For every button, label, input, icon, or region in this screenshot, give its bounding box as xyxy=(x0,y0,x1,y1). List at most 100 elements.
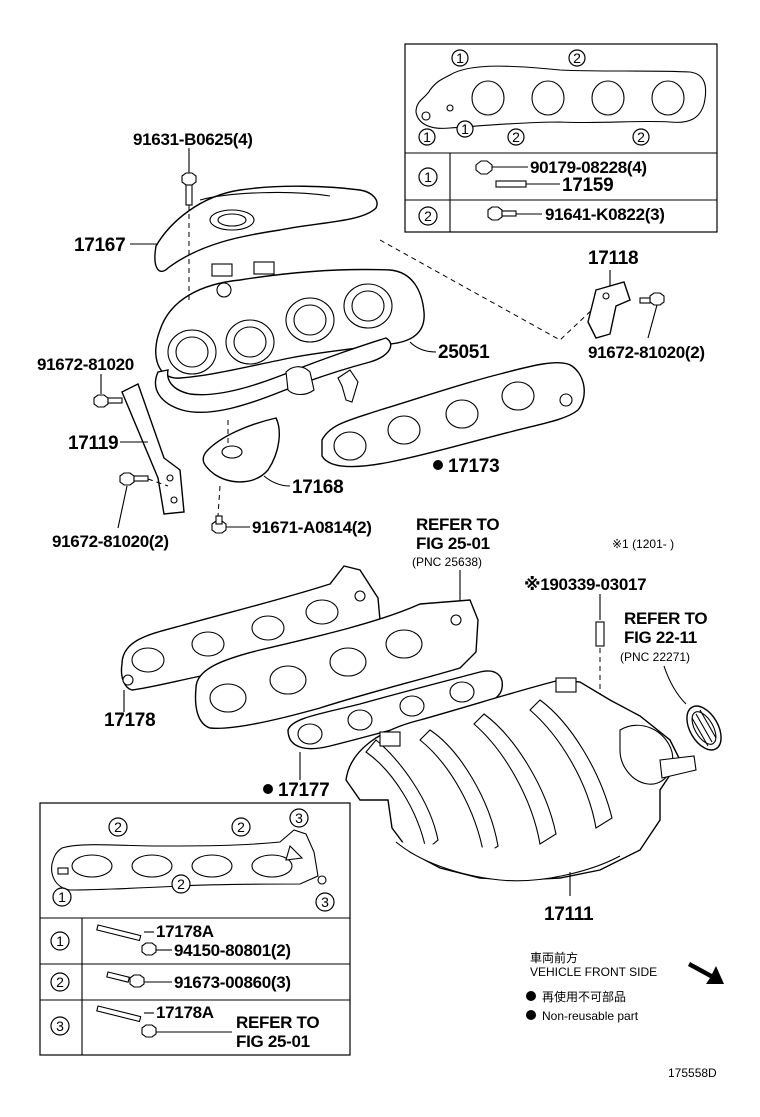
label-91631: 91631-B0625(4) xyxy=(133,130,253,149)
non-reusable-marker-2 xyxy=(263,784,273,794)
inset-top-callout-2a: 2 xyxy=(568,49,586,67)
intake-manifold-17111 xyxy=(345,677,722,882)
spacer-plate xyxy=(194,599,479,730)
label-91672-single: 91672-81020 xyxy=(37,355,134,374)
stud-90339 xyxy=(595,594,605,704)
drawing-id: 175558D xyxy=(668,1066,717,1080)
bolt-91672-left xyxy=(117,472,169,529)
label-25051: 25051 xyxy=(438,342,490,363)
svg-text:(PNC 25638): (PNC 25638) xyxy=(412,555,482,569)
non-reusable-marker xyxy=(433,460,443,470)
non-reusable-dot-icon-2 xyxy=(526,1010,536,1020)
svg-text:91641-K0822(3): 91641-K0822(3) xyxy=(545,205,665,224)
svg-text:2: 2 xyxy=(177,876,185,892)
svg-text:1: 1 xyxy=(58,889,66,905)
bolt-icon xyxy=(487,206,503,221)
svg-text:1: 1 xyxy=(424,169,432,185)
svg-text:REFER TO: REFER TO xyxy=(416,515,499,534)
svg-text:(PNC 22271): (PNC 22271) xyxy=(620,650,690,664)
svg-text:FIG 25-01: FIG 25-01 xyxy=(236,1032,310,1051)
legend-nonreusable-en: Non-reusable part xyxy=(542,1009,639,1023)
inset-bottom-callout-3b: 3 xyxy=(315,892,335,912)
inset-bottom-callout-3a: 3 xyxy=(289,808,309,828)
note-date: ※1 (1201- ) xyxy=(612,537,674,551)
legend-nonreusable-jp: 再使用不可部品 xyxy=(542,989,626,1004)
inset-bottom: 2 2 3 2 1 3 1 17178A 94150-80801(2) 2 91… xyxy=(39,802,351,1056)
bolt-91672-right xyxy=(639,292,665,339)
svg-text:1: 1 xyxy=(456,50,464,66)
label-17173: 17173 xyxy=(448,456,499,477)
bolt-91672-single xyxy=(93,374,123,408)
svg-text:1: 1 xyxy=(56,933,64,949)
label-17119: 17119 xyxy=(68,433,118,454)
non-reusable-dot-icon xyxy=(526,991,536,1001)
svg-text:17178A: 17178A xyxy=(156,1003,214,1022)
svg-text:17178A: 17178A xyxy=(156,922,214,941)
label-17167: 17167 xyxy=(74,235,125,256)
inset-top-callout-1c: 1 xyxy=(456,120,474,138)
refer-fig-22-11: REFER TO FIG 22-11 (PNC 22271) xyxy=(620,609,708,705)
label-91672-right: 91672-81020(2) xyxy=(588,343,705,362)
svg-text:2: 2 xyxy=(637,129,645,145)
svg-text:94150-80801(2): 94150-80801(2) xyxy=(174,941,291,960)
svg-text:1: 1 xyxy=(461,121,469,137)
legend-front-en: VEHICLE FRONT SIDE xyxy=(530,965,657,979)
legend-front-jp: 車両前方 xyxy=(530,950,578,965)
inset-bottom-callout-2c: 2 xyxy=(171,874,191,894)
exhaust-manifold-25051 xyxy=(154,261,425,414)
label-17118: 17118 xyxy=(588,248,638,269)
label-17168: 17168 xyxy=(292,477,343,498)
legend: 車両前方 VEHICLE FRONT SIDE 再使用不可部品 Non-reus… xyxy=(526,950,724,1023)
svg-text:2: 2 xyxy=(573,50,581,66)
heat-insulator-17167 xyxy=(154,185,378,273)
throttle-gasket xyxy=(686,705,722,751)
svg-text:REFER TO: REFER TO xyxy=(624,609,707,628)
label-17178: 17178 xyxy=(104,710,155,731)
label-17177: 17177 xyxy=(278,780,329,801)
svg-text:2: 2 xyxy=(512,129,520,145)
inset-bottom-row-2: 2 91673-00860(3) xyxy=(50,971,291,992)
svg-text:2: 2 xyxy=(424,208,432,224)
stay-17119 xyxy=(121,383,185,515)
svg-text:17159: 17159 xyxy=(562,175,613,196)
bracket-17118 xyxy=(587,270,631,339)
svg-text:3: 3 xyxy=(295,810,303,826)
inset-top-callout-1a: 1 xyxy=(451,49,469,67)
inset-bottom-callout-2b: 2 xyxy=(231,817,251,837)
svg-text:FIG 25-01: FIG 25-01 xyxy=(416,534,490,553)
inset-bottom-callout-2a: 2 xyxy=(108,817,128,837)
svg-text:3: 3 xyxy=(56,1018,64,1034)
svg-text:2: 2 xyxy=(114,819,122,835)
inset-top-callout-1b: 1 xyxy=(418,128,436,146)
svg-text:1: 1 xyxy=(423,129,431,145)
gasket-17177 xyxy=(287,670,503,750)
label-91671: 91671-A0814(2) xyxy=(252,518,372,537)
bolt-91631 xyxy=(181,148,197,300)
inset-top: 1 2 1 1 2 2 1 90179-08228(4) 17159 2 916… xyxy=(404,43,718,233)
inset-bottom-row-1: 1 17178A 94150-80801(2) xyxy=(50,922,291,960)
refer-fig-25-01: REFER TO FIG 25-01 (PNC 25638) xyxy=(412,515,500,604)
front-arrow-icon xyxy=(688,962,724,984)
nut-icon xyxy=(475,160,493,175)
inset-top-callout-2b: 2 xyxy=(507,128,525,146)
inset-top-row-1: 1 90179-08228(4) 17159 xyxy=(418,158,647,196)
inset-top-callout-2c: 2 xyxy=(632,128,650,146)
svg-text:91673-00860(3): 91673-00860(3) xyxy=(174,973,291,992)
svg-text:90179-08228(4): 90179-08228(4) xyxy=(530,158,647,177)
label-91672-left: 91672-81020(2) xyxy=(52,532,169,551)
label-90339: ※190339-03017 xyxy=(524,575,646,594)
inset-bottom-row-3: 3 17178A REFER TO FIG 25-01 xyxy=(50,1003,320,1051)
stud-icon xyxy=(495,180,527,188)
svg-text:3: 3 xyxy=(321,894,329,910)
insulator-17168 xyxy=(202,417,280,517)
inset-bottom-gasket xyxy=(51,829,319,891)
bolt-91671 xyxy=(211,515,250,534)
gasket-17173 xyxy=(321,362,585,468)
svg-text:FIG 22-11: FIG 22-11 xyxy=(624,628,697,647)
label-17111: 17111 xyxy=(544,904,594,925)
inset-bottom-callout-1a: 1 xyxy=(52,887,72,907)
inset-top-row-2: 2 91641-K0822(3) xyxy=(418,205,665,226)
svg-text:2: 2 xyxy=(56,974,64,990)
